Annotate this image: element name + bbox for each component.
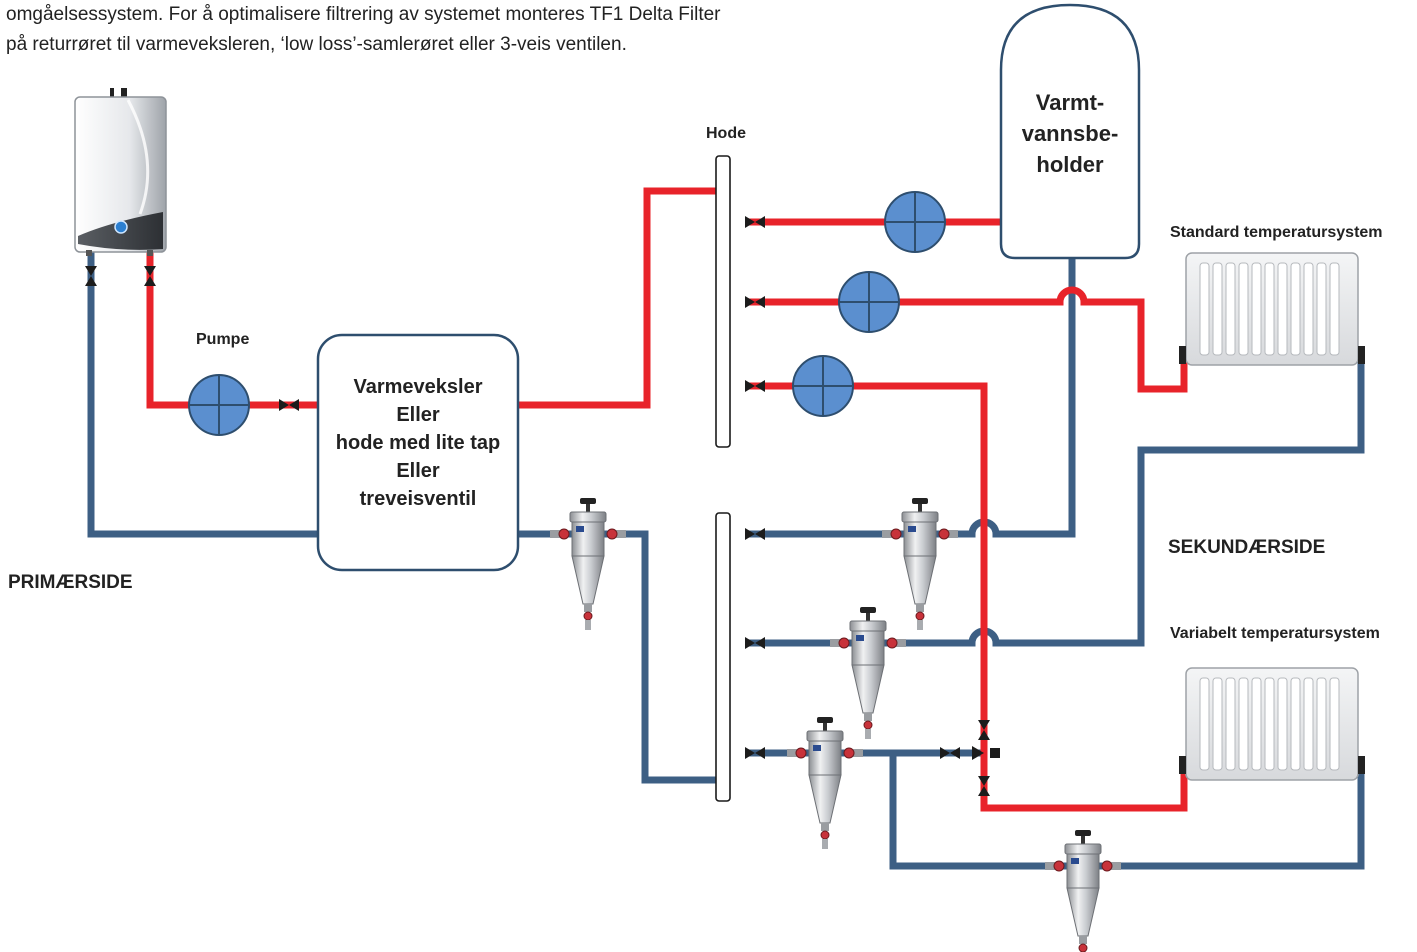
pump-label: Pumpe <box>196 331 250 348</box>
flow-pipes <box>146 187 1188 812</box>
radiator-icon <box>1179 252 1365 366</box>
check-valve-icon <box>940 747 960 759</box>
variable-system-label: Variabelt temperatursystem <box>1170 625 1380 642</box>
filter-icon <box>1044 829 1122 952</box>
exchanger-line: hode med lite tap <box>335 432 501 454</box>
pump-icon <box>884 191 946 253</box>
pump-icon <box>188 374 250 436</box>
filter-icon <box>786 716 864 850</box>
heat-exchanger-box <box>316 333 520 572</box>
check-valve-icon <box>745 296 765 308</box>
exchanger-label: Varmeveksler Eller hode med lite tap Ell… <box>318 373 518 513</box>
secondary-side-label: SEKUNDÆRSIDE <box>1168 537 1326 558</box>
filter-icon <box>829 606 907 740</box>
intro-line-2: på returrøret til varmeveksleren, ‘low l… <box>6 34 627 55</box>
header-label: Hode <box>706 125 746 142</box>
intro-text: omgåelsessystem. For å optimalisere filt… <box>6 0 1006 60</box>
check-valve-icon <box>279 399 299 411</box>
check-valve-icon <box>144 266 156 286</box>
exchanger-line: Eller <box>396 404 440 426</box>
tank-line: Varmt- <box>1035 90 1105 115</box>
filter-icon <box>881 497 959 631</box>
exchanger-line: treveisventil <box>359 488 477 510</box>
filter-icon <box>549 497 627 631</box>
check-valve-icon <box>745 216 765 228</box>
check-valve-icon <box>745 747 765 759</box>
exchanger-line: Varmeveksler <box>353 376 483 398</box>
exchanger-line: Eller <box>396 460 440 482</box>
tank-line: vannsbe- <box>1021 121 1119 146</box>
intro-line-1: omgåelsessystem. For å optimalisere filt… <box>6 4 721 25</box>
check-valve-icon <box>745 528 765 540</box>
tank-line: holder <box>1036 152 1104 177</box>
boiler-icon <box>74 88 167 256</box>
tank-label: Varmt- vannsbe- holder <box>1001 87 1139 180</box>
three-way-valve-icon <box>972 720 1000 796</box>
primary-side-label: PRIMÆRSIDE <box>8 572 133 593</box>
check-valve-icon <box>85 266 97 286</box>
radiator-icon <box>1179 667 1365 781</box>
pump-icon <box>838 271 900 333</box>
standard-system-label: Standard temperatursystem <box>1170 224 1383 241</box>
pump-icon <box>792 355 854 417</box>
hot-water-tank <box>999 3 1141 260</box>
lower-header <box>715 512 731 802</box>
check-valve-icon <box>745 380 765 392</box>
upper-header <box>715 155 731 448</box>
check-valve-icon <box>745 637 765 649</box>
